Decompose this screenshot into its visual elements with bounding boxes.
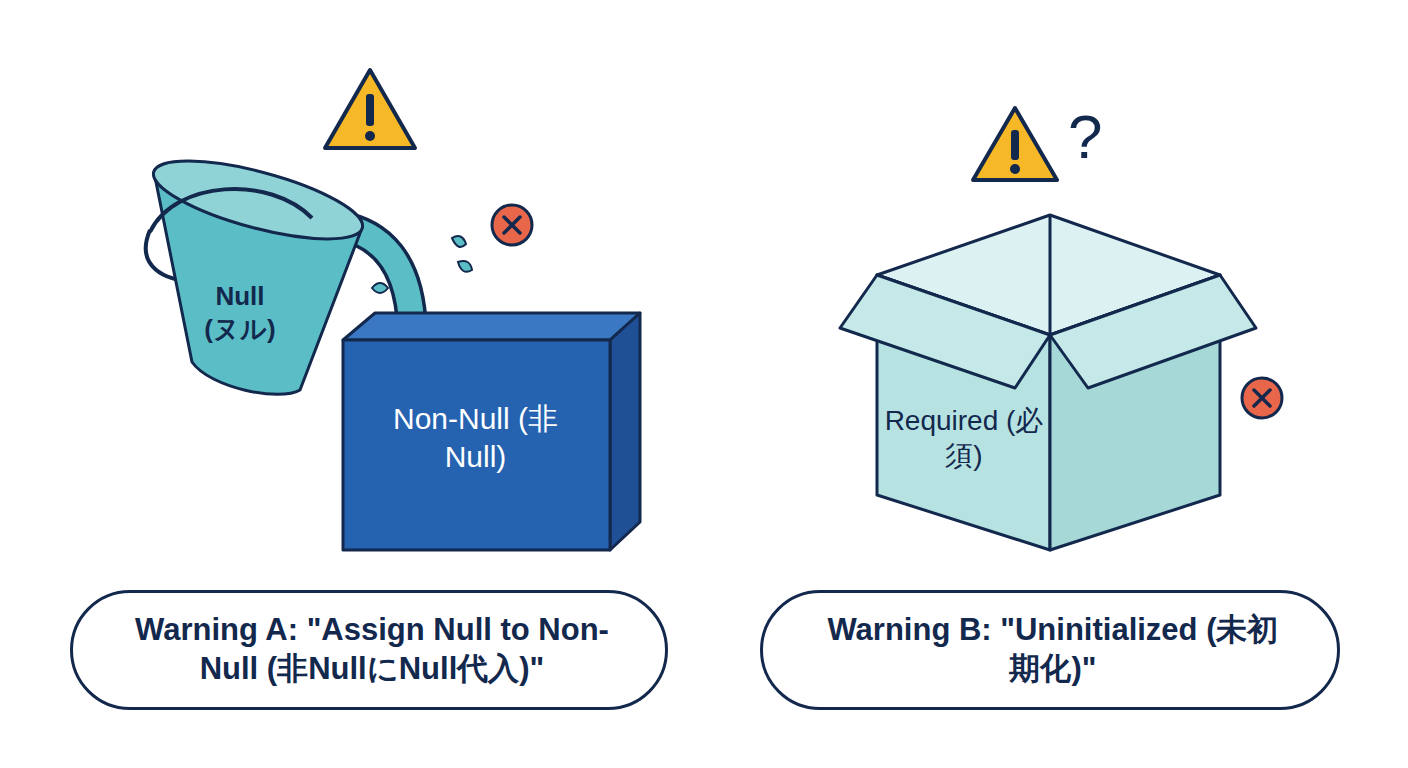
node-text: Null (ヌル) bbox=[195, 280, 285, 345]
node-text: Required (必須) bbox=[884, 403, 1044, 473]
warning-pill: Warning A: "Assign Null to Non-Null (非Nu… bbox=[70, 590, 668, 710]
question-mark: ? bbox=[1068, 106, 1102, 168]
open-box-outline bbox=[836, 210, 1260, 555]
error-mark bbox=[492, 205, 532, 245]
error-mark bbox=[1242, 378, 1282, 418]
splash-drop bbox=[372, 283, 388, 293]
splash-drop bbox=[452, 236, 466, 247]
splash-drop bbox=[458, 261, 472, 272]
open-box: Required (必須) bbox=[836, 210, 1260, 555]
non-null-box: Non-Null (非Null) bbox=[340, 310, 644, 554]
warning-pill: Warning B: "Uninitialized (未初期化)" bbox=[760, 590, 1340, 710]
node-text: Warning B: "Uninitialized (未初期化)" bbox=[823, 611, 1283, 689]
node-text: Non-Null (非Null) bbox=[368, 400, 583, 475]
warning-triangle bbox=[325, 70, 415, 148]
warning-triangle bbox=[973, 108, 1057, 180]
node-text: Warning A: "Assign Null to Non-Null (非Nu… bbox=[108, 611, 636, 689]
